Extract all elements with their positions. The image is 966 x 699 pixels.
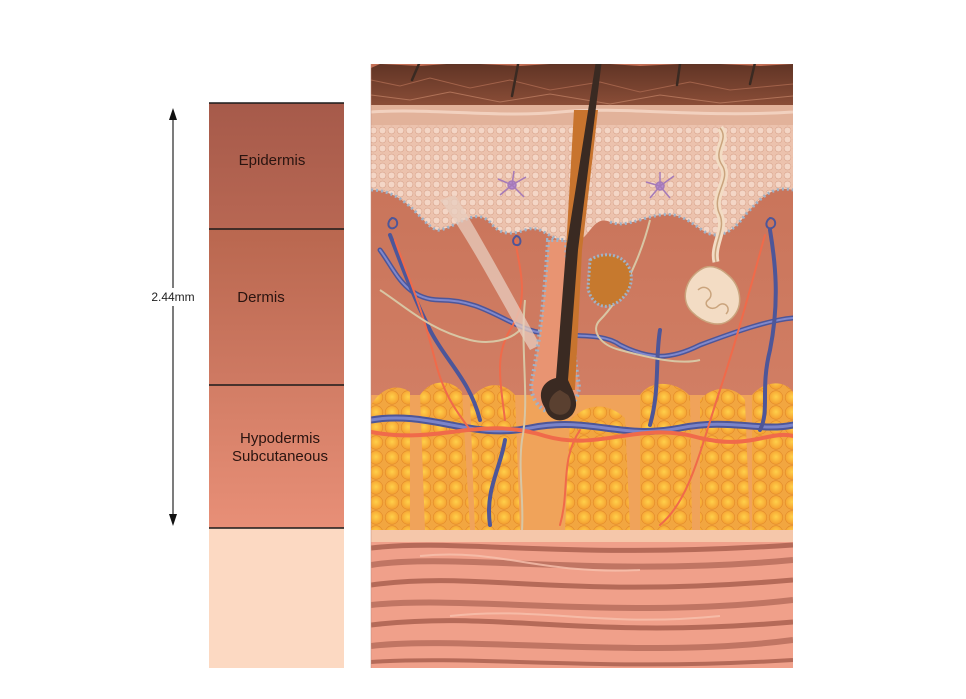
layer-block-epidermis xyxy=(209,103,344,229)
layer-block-hypodermis xyxy=(209,385,344,528)
hair-follicle xyxy=(529,64,602,421)
sebaceous-gland xyxy=(586,253,633,308)
layer-block-muscle xyxy=(209,528,344,668)
muscle-layer xyxy=(371,542,793,668)
sweat-gland-icon xyxy=(684,125,741,325)
arrector-pili-muscle xyxy=(440,195,540,350)
fat-tissue xyxy=(371,382,793,530)
layer-dividers xyxy=(209,102,344,529)
arrow-down-icon xyxy=(169,514,177,526)
layer-label-hypodermis-line: Subcutaneous xyxy=(232,448,328,465)
blood-vessels xyxy=(371,217,793,527)
layer-label-dermis: Dermis xyxy=(237,289,285,306)
layer-label-hypodermis-line: Hypodermis xyxy=(240,430,320,447)
melanocyte-icon xyxy=(497,170,675,199)
depth-label: 2.44mm xyxy=(151,290,194,304)
layer-label-epidermis: Epidermis xyxy=(239,152,306,169)
layer-block-dermis xyxy=(209,229,344,385)
depth-dimension: 2.44mm xyxy=(140,108,206,526)
skin-illustration xyxy=(371,64,793,668)
hair-icon xyxy=(540,64,602,421)
surface-hairs xyxy=(410,64,756,98)
arrow-up-icon xyxy=(169,108,177,120)
